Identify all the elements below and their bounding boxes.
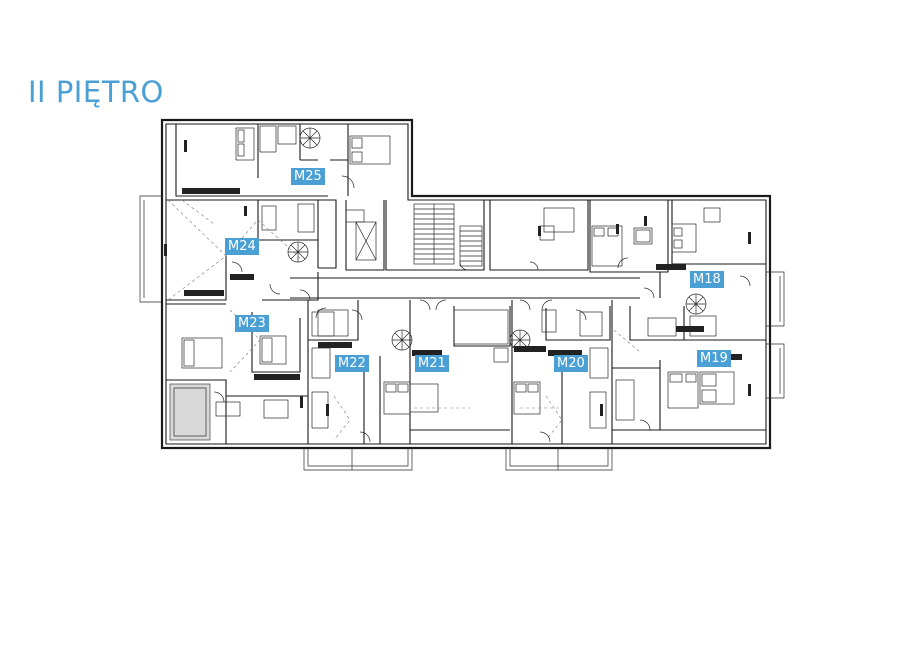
page-title: II PIĘTRO — [28, 75, 164, 109]
balcony-bottom — [303, 448, 613, 471]
balcony-left — [139, 195, 162, 303]
unit-label-m20: M20 — [554, 355, 588, 372]
stairs — [169, 127, 707, 441]
unit-label-m24: M24 — [225, 238, 259, 255]
unit-label-m22: M22 — [335, 355, 369, 372]
unit-label-m21: M21 — [415, 355, 449, 372]
unit-label-m18: M18 — [690, 271, 724, 288]
unit-label-m19: M19 — [697, 350, 731, 367]
doors — [213, 175, 751, 443]
balcony-right — [766, 271, 785, 399]
furniture — [164, 125, 751, 429]
interior-walls — [166, 124, 766, 444]
unit-label-m23: M23 — [235, 315, 269, 332]
outer-walls — [160, 118, 772, 450]
unit-label-m25: M25 — [291, 168, 325, 185]
